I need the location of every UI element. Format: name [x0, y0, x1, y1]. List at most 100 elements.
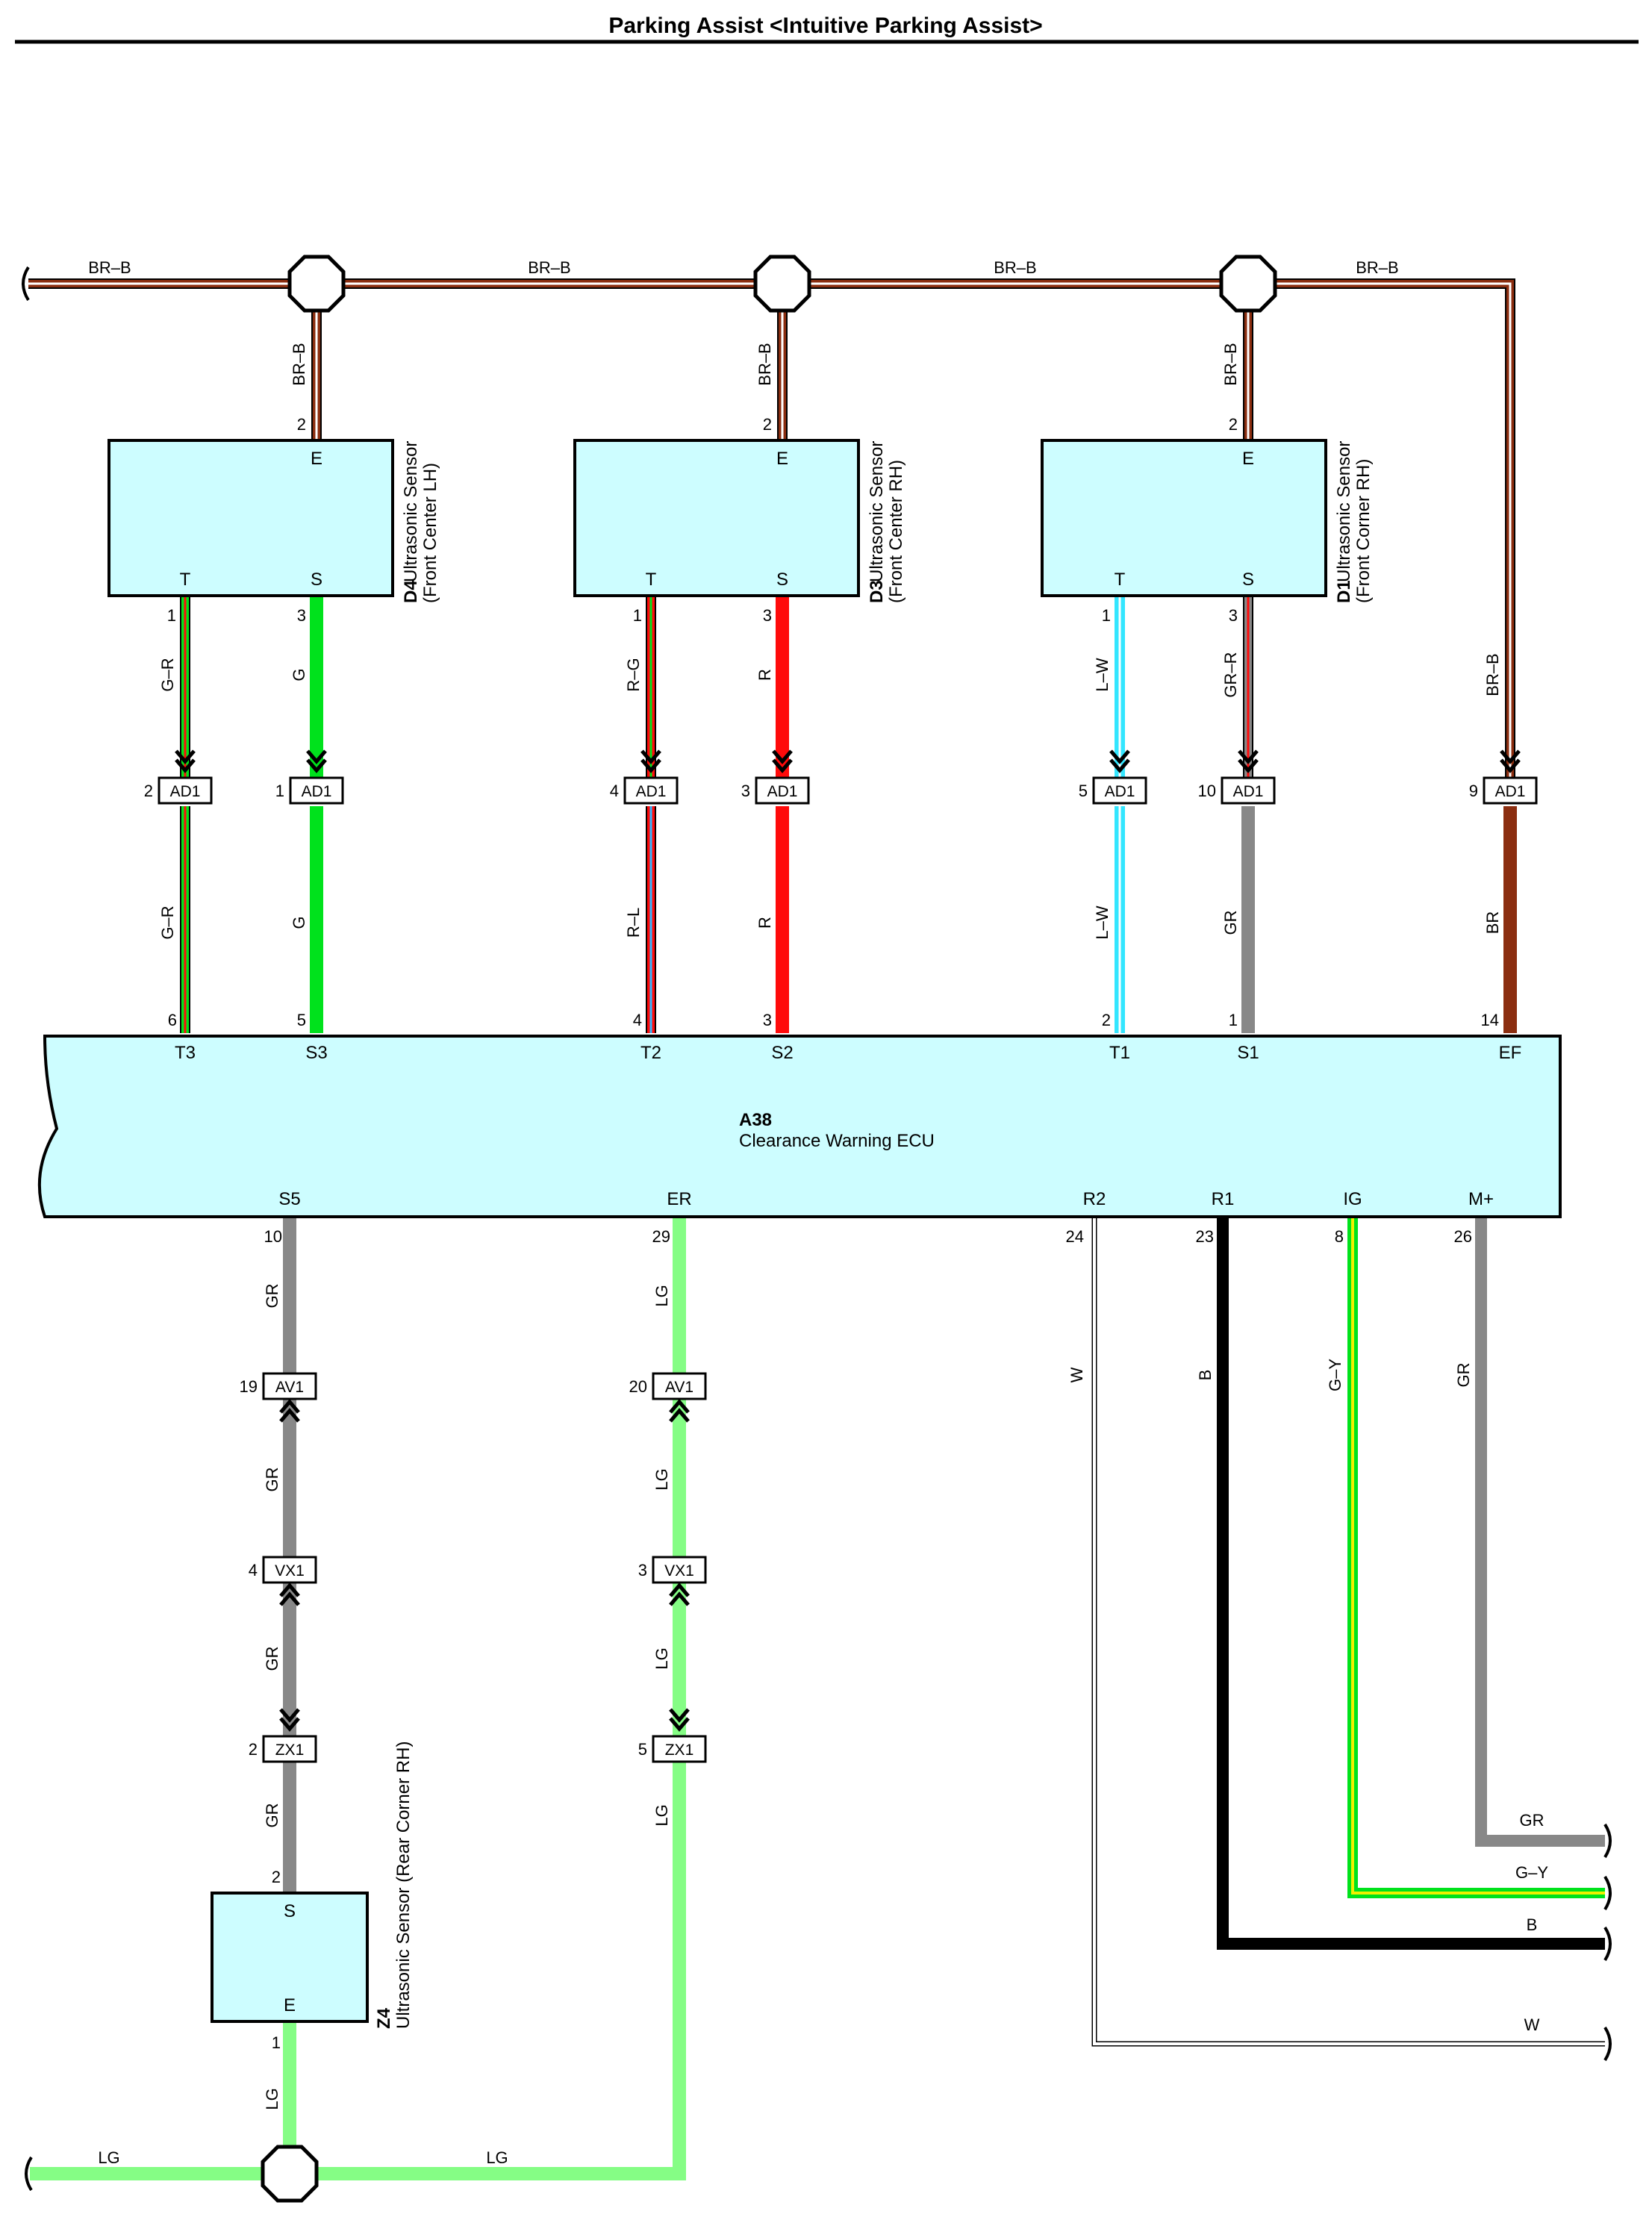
component-position: (Front Center LH): [420, 463, 440, 603]
lower-connectors: [262, 1372, 707, 1763]
pin-label: S: [284, 1901, 296, 1921]
bottom-bus: [25, 2156, 290, 2192]
wire-label: LG: [263, 2088, 281, 2110]
connector-pin: 1: [275, 782, 284, 800]
splice-point: [753, 255, 811, 313]
wire-label: BR–B: [1221, 343, 1240, 385]
component-name: Ultrasonic Sensor: [1334, 441, 1354, 582]
wire-label: BR–B: [755, 343, 774, 385]
ecu-pin-label: T3: [175, 1043, 196, 1063]
wire-label: G–R: [158, 905, 177, 939]
ecu-pin-number: 24: [1066, 1227, 1084, 1246]
pin-number: 1: [167, 606, 176, 625]
component-id: D4: [401, 580, 421, 603]
wire-label: GR: [263, 1468, 281, 1492]
connector-pin: 20: [629, 1377, 647, 1396]
wire-label: G–Y: [1515, 1863, 1548, 1882]
ecu-pin-label: EF: [1499, 1043, 1522, 1063]
ecu-pin-label: IG: [1343, 1189, 1362, 1209]
wire-label: G: [290, 668, 308, 681]
ecu-pin-number: 1: [1229, 1011, 1238, 1029]
wire-label: LG: [652, 1647, 671, 1669]
pin-number: 2: [763, 415, 772, 434]
ecu-pin-number: 10: [264, 1227, 282, 1246]
ecu-pin-label: S3: [305, 1043, 327, 1063]
bus-label-2: BR–B: [528, 258, 570, 277]
connector-id: ZX1: [275, 1742, 305, 1759]
ecu-a38: A38 Clearance Warning ECU: [37, 1035, 1562, 1218]
wire-label: LG: [652, 1468, 671, 1490]
ecu-pin-label: S1: [1237, 1043, 1259, 1063]
ecu-pin-number: 4: [633, 1011, 642, 1029]
wire-r2: [1091, 1218, 1605, 2047]
pin-number: 1: [1102, 606, 1111, 625]
wire-label: R: [755, 917, 774, 929]
connector-pin: 2: [249, 1740, 258, 1759]
connector-pin: 3: [638, 1561, 647, 1580]
connector-pin: 4: [249, 1561, 258, 1580]
ecu-pin-label: R2: [1083, 1189, 1106, 1209]
ecu-pin-number: 5: [297, 1011, 306, 1029]
pin-number: 3: [763, 606, 772, 625]
connector-id: AD1: [1233, 783, 1264, 800]
wire-ig: [1347, 1218, 1605, 1898]
connector-id: VX1: [275, 1562, 305, 1580]
connector-pin: 4: [610, 782, 619, 800]
splice-point: [1219, 255, 1277, 313]
ecu-pin-number: 8: [1335, 1227, 1344, 1246]
pin-label: T: [180, 570, 191, 590]
ecu-pin-label: T2: [640, 1043, 661, 1063]
connector-pin: 5: [1079, 782, 1088, 800]
ecu-name: Clearance Warning ECU: [739, 1131, 935, 1151]
wire-label: BR–B: [1483, 653, 1502, 696]
wire-label: GR: [1221, 911, 1240, 935]
pin-label: E: [284, 1995, 296, 2015]
connector-arrows-ad1: [175, 749, 1521, 773]
wire-label: G–Y: [1326, 1359, 1344, 1391]
sensor-z4: S E 2 1 Z4 Ultrasonic Sensor (Rear Corne…: [211, 1742, 414, 2052]
connector-pin: 19: [240, 1377, 258, 1396]
page-title: Parking Assist <Intuitive Parking Assist…: [608, 13, 1042, 38]
pin-number: 1: [633, 606, 642, 625]
wire-label: BR–B: [290, 343, 308, 385]
wire-label: L–W: [1093, 658, 1112, 691]
pin-number: 1: [272, 2033, 281, 2052]
pin-label: S: [776, 570, 788, 590]
connector-id: AV1: [275, 1379, 304, 1396]
ecu-pin-number: 3: [763, 1011, 772, 1029]
wire-label: LG: [652, 1804, 671, 1826]
bus-label-4: BR–B: [1356, 258, 1398, 277]
ecu-pin-label: R1: [1212, 1189, 1235, 1209]
component-name: Ultrasonic Sensor: [401, 441, 421, 582]
pin-label: E: [311, 449, 322, 469]
sensor-d3: E T S 2 1 3 D3 Ultrasonic Sensor (Front …: [573, 415, 906, 625]
sensor-d4: E T S 2 1 3 D4 Ultrasonic Sensor (Front …: [107, 415, 440, 625]
ecu-pin-number: 29: [652, 1227, 670, 1246]
pin-number: 3: [1229, 606, 1238, 625]
wire-label: BR: [1483, 911, 1502, 935]
ecu-pin-number: 23: [1196, 1227, 1214, 1246]
bus-label-lg-left: LG: [98, 2148, 119, 2167]
ecu-pin-label: ER: [667, 1189, 691, 1209]
connector-id: AD1: [767, 783, 798, 800]
connector-id: VX1: [664, 1562, 694, 1580]
wire-label: B: [1196, 1370, 1215, 1381]
wire-label: W: [1524, 2015, 1540, 2034]
connector-pin: 9: [1469, 782, 1478, 800]
wire-label: GR: [1520, 1811, 1545, 1830]
ecu-pin-label: M+: [1468, 1189, 1494, 1209]
connector-id: AD1: [170, 783, 201, 800]
bus-break-icon: [25, 2156, 33, 2192]
pin-label: T: [646, 570, 657, 590]
ad1-connectors: [158, 776, 1538, 805]
pin-label: E: [776, 449, 788, 469]
ecu-pin-number: 6: [168, 1011, 177, 1029]
bus-label-lg-right: LG: [486, 2148, 508, 2167]
wire-label: R: [755, 669, 774, 681]
ecu-pin-label: T1: [1109, 1043, 1130, 1063]
wire-label: GR: [263, 1284, 281, 1309]
connector-pin: 5: [638, 1740, 647, 1759]
wire-r1: [1217, 1218, 1605, 1950]
bus-label-3: BR–B: [994, 258, 1036, 277]
